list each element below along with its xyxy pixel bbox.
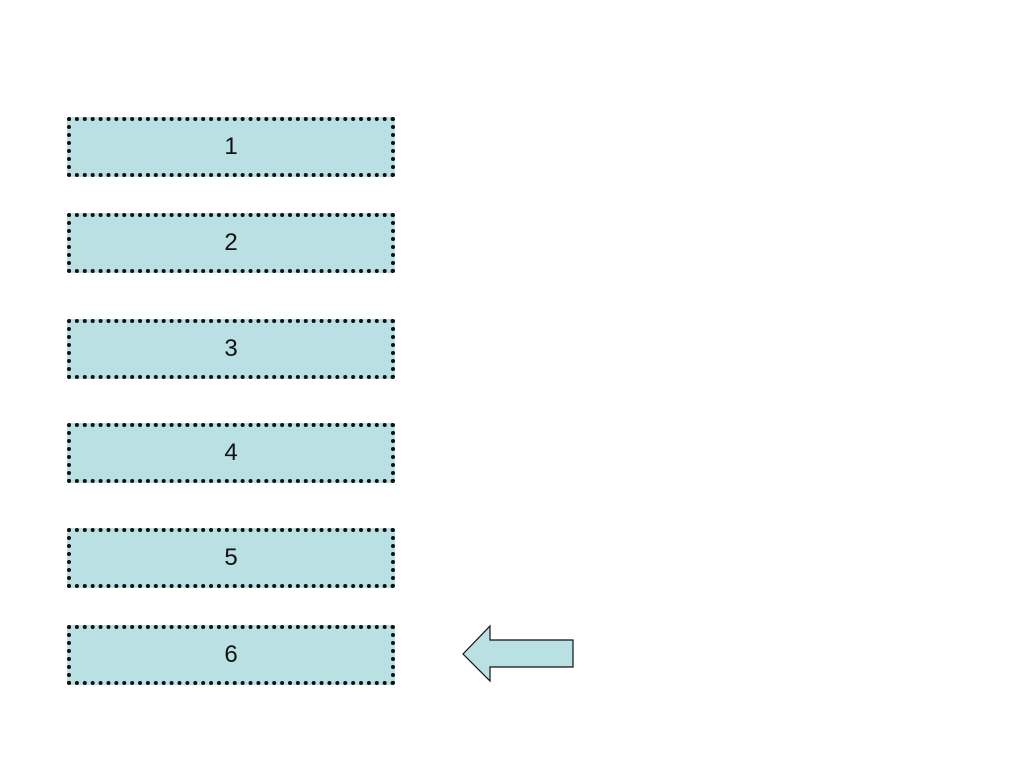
- step-box-6: 6: [67, 625, 395, 685]
- step-box-5: 5: [67, 528, 395, 588]
- step-box-2: 2: [67, 213, 395, 273]
- step-label: 3: [224, 335, 238, 362]
- step-box-3: 3: [67, 319, 395, 379]
- left-arrow-icon: [462, 624, 574, 683]
- step-label: 5: [224, 544, 238, 571]
- step-label: 4: [224, 439, 238, 466]
- step-box-1: 1: [67, 117, 395, 177]
- step-box-4: 4: [67, 423, 395, 483]
- step-label: 1: [224, 133, 238, 160]
- arrow-shape: [462, 624, 574, 683]
- step-label: 2: [224, 229, 238, 256]
- step-label: 6: [224, 641, 238, 668]
